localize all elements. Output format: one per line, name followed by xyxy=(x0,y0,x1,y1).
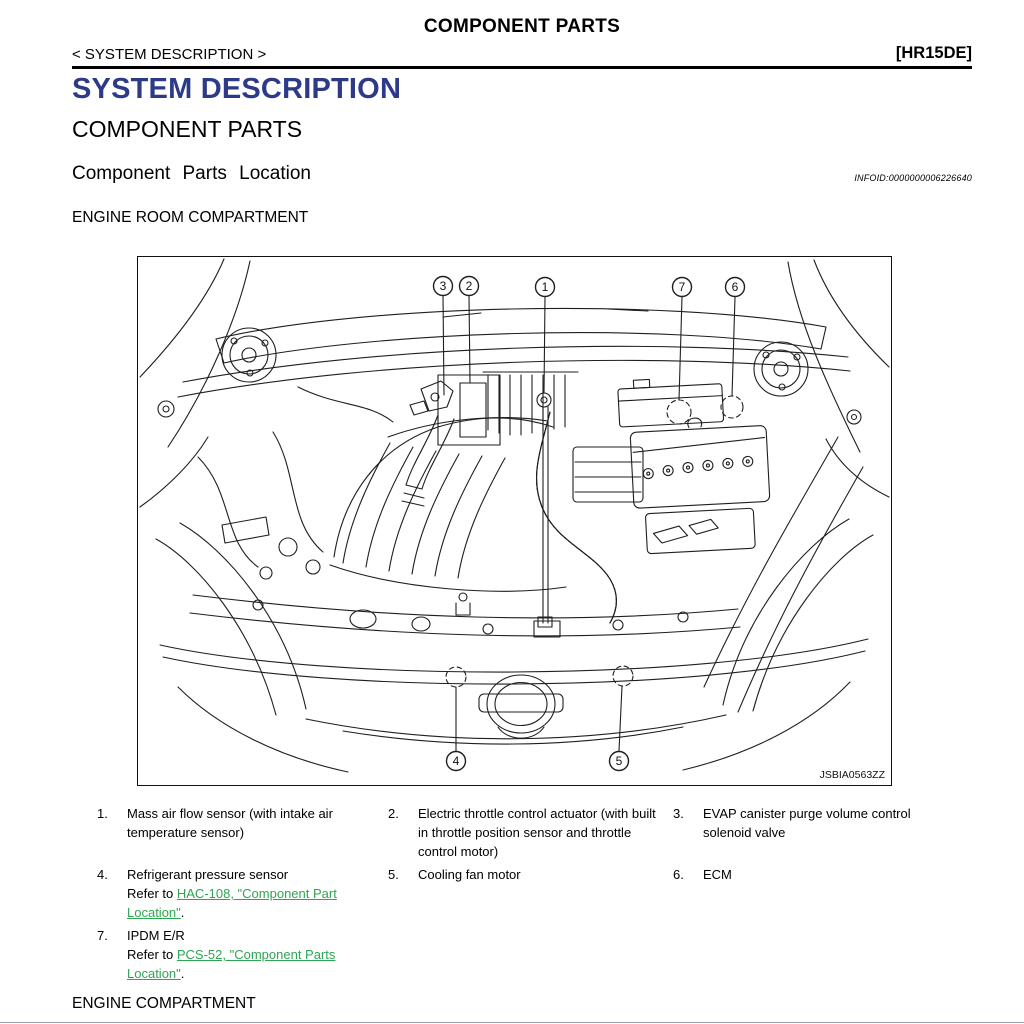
subsection-title-location: Component Parts Location xyxy=(72,163,311,184)
cowl-panel xyxy=(177,307,851,398)
callout-badge-5: 5 xyxy=(608,750,630,772)
engine-bay-illustration: 3 2 1 7 6 4 5 JSBIA0563ZZ xyxy=(139,258,890,781)
part-ref-link-hac108[interactable]: HAC-108, "Component Part Location" xyxy=(127,886,337,920)
intake-manifold xyxy=(329,416,567,592)
part-number: 3. xyxy=(673,806,684,821)
engine-room-diagram: 3 2 1 7 6 4 5 JSBIA0563ZZ xyxy=(137,256,892,786)
part-label: Cooling fan motor xyxy=(418,867,521,882)
engine-harness xyxy=(533,406,644,638)
hidden-part-marker-7 xyxy=(666,399,692,425)
hidden-part-marker-5 xyxy=(612,665,634,687)
callout-badge-6: 6 xyxy=(724,276,746,298)
svg-text:6: 6 xyxy=(732,280,739,294)
callout-badge-4: 4 xyxy=(445,750,467,772)
part-item-7: 7. IPDM E/R Refer to PCS-52, "Component … xyxy=(97,926,388,983)
heading-engine-room-compartment: ENGINE ROOM COMPARTMENT xyxy=(72,209,309,226)
figure-id-label: JSBIA0563ZZ xyxy=(820,769,886,781)
fuse-and-ecm-boxes xyxy=(617,378,771,555)
car-body-lines xyxy=(139,258,890,713)
left-bay-details xyxy=(197,386,394,580)
callout-badge-2: 2 xyxy=(458,275,480,297)
radiator-support xyxy=(189,592,741,637)
strut-towers xyxy=(221,327,809,397)
front-bumper xyxy=(155,518,874,773)
svg-text:3: 3 xyxy=(440,279,447,293)
part-item-4: 4. Refrigerant pressure sensor Refer to … xyxy=(97,865,388,922)
hidden-part-marker-6 xyxy=(720,395,744,419)
svg-text:5: 5 xyxy=(616,754,623,768)
part-label: Refrigerant pressure sensor xyxy=(127,867,289,882)
part-number: 7. xyxy=(97,928,108,943)
callout-badge-3: 3 xyxy=(432,275,454,297)
part-number: 2. xyxy=(388,806,399,821)
part-item-6: 6. ECM xyxy=(673,865,972,922)
callout-badge-1: 1 xyxy=(534,276,556,298)
breadcrumb: < SYSTEM DESCRIPTION > xyxy=(72,46,267,63)
heading-engine-compartment: ENGINE COMPARTMENT xyxy=(72,995,256,1012)
callout-leader-lines xyxy=(442,295,736,752)
part-item-3: 3. EVAP canister purge volume control so… xyxy=(673,804,972,861)
part-label: IPDM E/R xyxy=(127,928,185,943)
infoid-label: INFOID:0000000006226640 xyxy=(854,173,972,183)
part-number: 5. xyxy=(388,867,399,882)
engine-model-code: [HR15DE] xyxy=(895,44,972,62)
part-reference: Refer to PCS-52, "Component Parts Locati… xyxy=(127,947,336,981)
parts-legend: 1. Mass air flow sensor (with intake air… xyxy=(72,804,972,983)
subsection-row: Component Parts Location INFOID:00000000… xyxy=(72,163,972,185)
svg-text:7: 7 xyxy=(679,280,686,294)
section-title-component-parts: COMPONENT PARTS xyxy=(72,116,303,142)
svg-text:2: 2 xyxy=(466,279,473,293)
part-reference: Refer to HAC-108, "Component Part Locati… xyxy=(127,886,337,920)
hidden-part-markers xyxy=(445,395,744,688)
subheader: < SYSTEM DESCRIPTION > [HR15DE] xyxy=(72,44,972,69)
part-label: Mass air flow sensor (with intake air te… xyxy=(127,806,333,840)
section-title-system-description: SYSTEM DESCRIPTION xyxy=(72,73,402,105)
part-label: ECM xyxy=(703,867,732,882)
part-label: Electric throttle control actuator (with… xyxy=(418,806,656,859)
page-bottom-rule xyxy=(0,1022,1024,1023)
svg-text:1: 1 xyxy=(542,280,549,294)
part-item-2: 2. Electric throttle control actuator (w… xyxy=(388,804,673,861)
part-number: 1. xyxy=(97,806,108,821)
callout-badge-7: 7 xyxy=(671,276,693,298)
page-title: COMPONENT PARTS xyxy=(423,16,621,37)
part-item-5: 5. Cooling fan motor xyxy=(388,865,673,922)
part-item-1: 1. Mass air flow sensor (with intake air… xyxy=(97,804,388,861)
part-number: 4. xyxy=(97,867,108,882)
svg-text:4: 4 xyxy=(453,754,460,768)
part-ref-link-pcs52[interactable]: PCS-52, "Component Parts Location" xyxy=(127,947,336,981)
part-number: 6. xyxy=(673,867,684,882)
part-label: EVAP canister purge volume control solen… xyxy=(703,806,911,840)
